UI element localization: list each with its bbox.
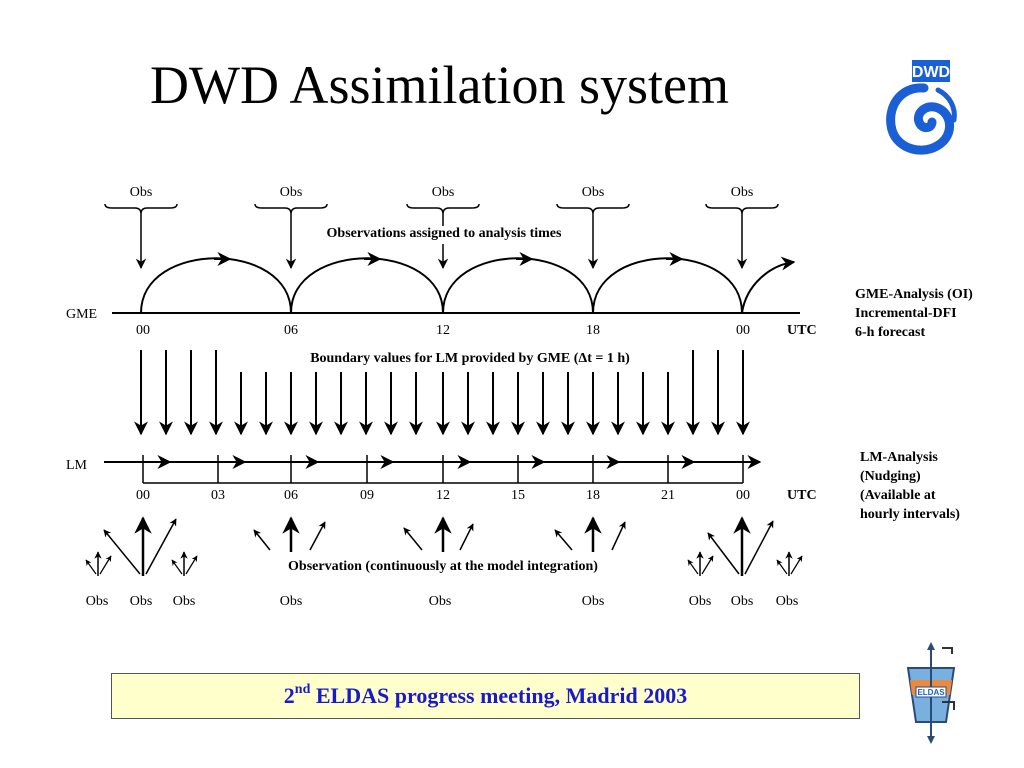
gme-description-line: Incremental-DFI — [855, 306, 957, 321]
gme-tick-label: 18 — [586, 323, 600, 338]
banner-ordinal-suffix: nd — [294, 681, 311, 697]
gme-obs-label: Obs — [432, 185, 455, 200]
gme-tick-label: 12 — [436, 323, 450, 338]
gme-ticks: 00 06 12 18 00 — [136, 323, 750, 338]
lm-obs-label: Obs — [173, 594, 196, 609]
gme-obs-label: Obs — [130, 185, 153, 200]
lm-tick-label: 18 — [586, 488, 600, 503]
gme-description: GME-Analysis (OI) Incremental-DFI 6-h fo… — [855, 287, 973, 340]
lm-tick-label: 09 — [360, 488, 374, 503]
gme-tick-label: 06 — [284, 323, 298, 338]
gme-obs-caption: Observations assigned to analysis times — [327, 226, 562, 241]
dwd-logo: DWD — [880, 58, 960, 158]
assimilation-diagram: Obs Obs Obs Obs Obs Observations assigne… — [66, 185, 973, 609]
lm-description-line: LM-Analysis — [860, 450, 938, 465]
lm-tick-label: 00 — [136, 488, 150, 503]
lm-obs-label: Obs — [776, 594, 799, 609]
banner-text: ELDAS progress meeting, Madrid 2003 — [310, 683, 688, 708]
logo-text: DWD — [912, 64, 950, 81]
lm-timeline — [104, 455, 762, 484]
lm-description-line: (Nudging) — [860, 469, 921, 484]
lm-tick-label: 15 — [511, 488, 525, 503]
lm-ticks: 00 03 06 09 12 15 18 21 00 — [136, 488, 750, 503]
gme-obs-group — [104, 203, 779, 270]
lm-description-line: hourly intervals) — [860, 507, 960, 522]
gme-tick-label: 00 — [736, 323, 750, 338]
boundary-caption: Boundary values for LM provided by GME (… — [310, 351, 630, 366]
lm-tick-label: 12 — [436, 488, 450, 503]
gme-timeline — [112, 252, 800, 314]
gme-obs-labels: Obs Obs Obs Obs Obs — [130, 185, 754, 200]
lm-tick-label: 06 — [284, 488, 298, 503]
lm-obs-label: Obs — [731, 594, 754, 609]
lm-obs-label: Obs — [582, 594, 605, 609]
lm-tick-label: 21 — [661, 488, 675, 503]
lm-obs-label: Obs — [130, 594, 153, 609]
page-title: DWD Assimilation system — [150, 55, 729, 115]
gme-utc-label: UTC — [787, 323, 817, 338]
lm-obs-label: Obs — [689, 594, 712, 609]
lm-label: LM — [66, 458, 88, 473]
lm-obs-caption: Observation (continuously at the model i… — [288, 559, 598, 574]
eldas-logo: ELDAS — [896, 640, 966, 745]
lm-description: LM-Analysis (Nudging) (Available at hour… — [860, 450, 960, 522]
lm-obs-label: Obs — [429, 594, 452, 609]
gme-description-line: 6-h forecast — [855, 325, 925, 340]
lm-description-line: (Available at — [860, 488, 936, 503]
gme-obs-label: Obs — [731, 185, 754, 200]
lm-utc-label: UTC — [787, 488, 817, 503]
gme-tick-label: 00 — [136, 323, 150, 338]
lm-tick-label: 03 — [211, 488, 225, 503]
meeting-banner: 2nd ELDAS progress meeting, Madrid 2003 — [111, 673, 860, 719]
gme-label: GME — [66, 307, 97, 322]
lm-obs-arrows — [85, 516, 803, 576]
gme-obs-label: Obs — [582, 185, 605, 200]
eldas-logo-text: ELDAS — [917, 688, 945, 697]
gme-obs-label: Obs — [280, 185, 303, 200]
lm-obs-label: Obs — [86, 594, 109, 609]
lm-tick-label: 00 — [736, 488, 750, 503]
gme-description-line: GME-Analysis (OI) — [855, 287, 973, 302]
banner-ordinal: 2 — [283, 683, 295, 708]
boundary-arrows — [134, 350, 750, 436]
lm-obs-labels: Obs Obs Obs Obs Obs Obs Obs Obs Obs — [86, 594, 799, 609]
lm-obs-label: Obs — [280, 594, 303, 609]
